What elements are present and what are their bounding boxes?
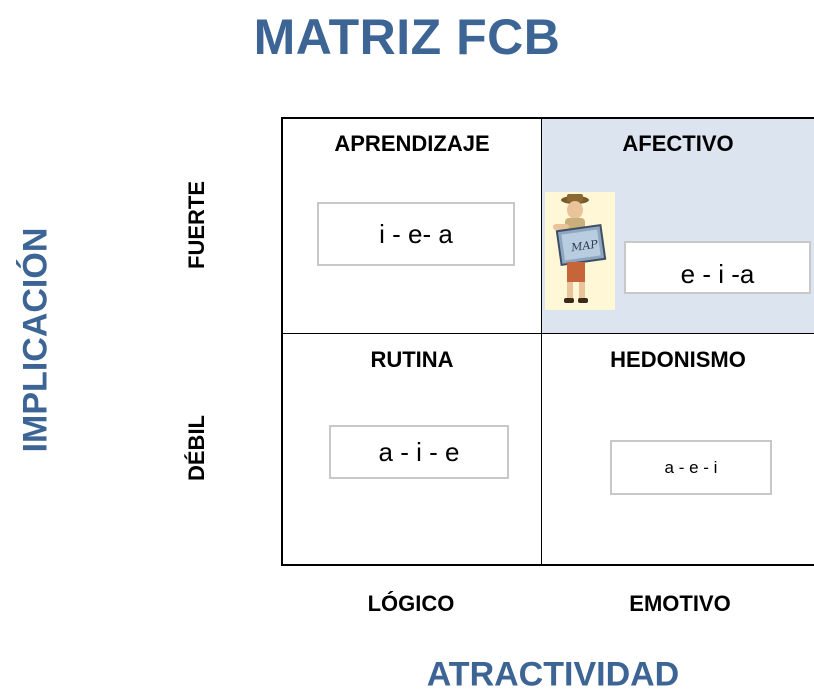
diagram-title: MATRIZ FCB: [253, 9, 561, 65]
explorer-map-figure: MAP: [545, 192, 615, 310]
quadrant-rutina: RUTINA a - i - e: [281, 333, 542, 566]
sequence-box-rutina: a - i - e: [329, 425, 509, 479]
quadrant-title-rutina: RUTINA: [370, 347, 454, 372]
sequence-text-aprendizaje: i - e- a: [379, 218, 453, 249]
explorer-map-icon: MAP: [553, 194, 607, 303]
column-label-emotivo: EMOTIVO: [629, 591, 731, 616]
quadrant-title-hedonismo: HEDONISMO: [610, 347, 746, 372]
x-axis-title: ATRACTIVIDAD: [426, 655, 680, 694]
sequence-box-hedonismo: a - e - i: [610, 440, 772, 495]
fcb-matrix-grid: APRENDIZAJE i - e- a AFECTIVO e - i -a R…: [281, 117, 814, 566]
sequence-text-rutina: a - i - e: [378, 436, 460, 467]
quadrant-hedonismo: HEDONISMO a - e - i: [541, 333, 814, 566]
y-axis-title: IMPLICACIÓN: [16, 227, 55, 453]
row-label-fuerte: FUERTE: [184, 181, 209, 269]
map-sign-text: MAP: [569, 238, 599, 255]
row-label-debil: DÉBIL: [184, 415, 209, 481]
sequence-text-hedonismo: a - e - i: [664, 457, 718, 477]
column-label-logico: LÓGICO: [367, 591, 455, 616]
sequence-box-aprendizaje: i - e- a: [317, 202, 515, 266]
sequence-box-afectivo: e - i -a: [624, 241, 811, 294]
quadrant-title-aprendizaje: APRENDIZAJE: [334, 131, 490, 156]
sequence-text-afectivo: e - i -a: [680, 259, 755, 289]
quadrant-aprendizaje: APRENDIZAJE i - e- a: [281, 117, 542, 334]
quadrant-title-afectivo: AFECTIVO: [622, 131, 734, 156]
